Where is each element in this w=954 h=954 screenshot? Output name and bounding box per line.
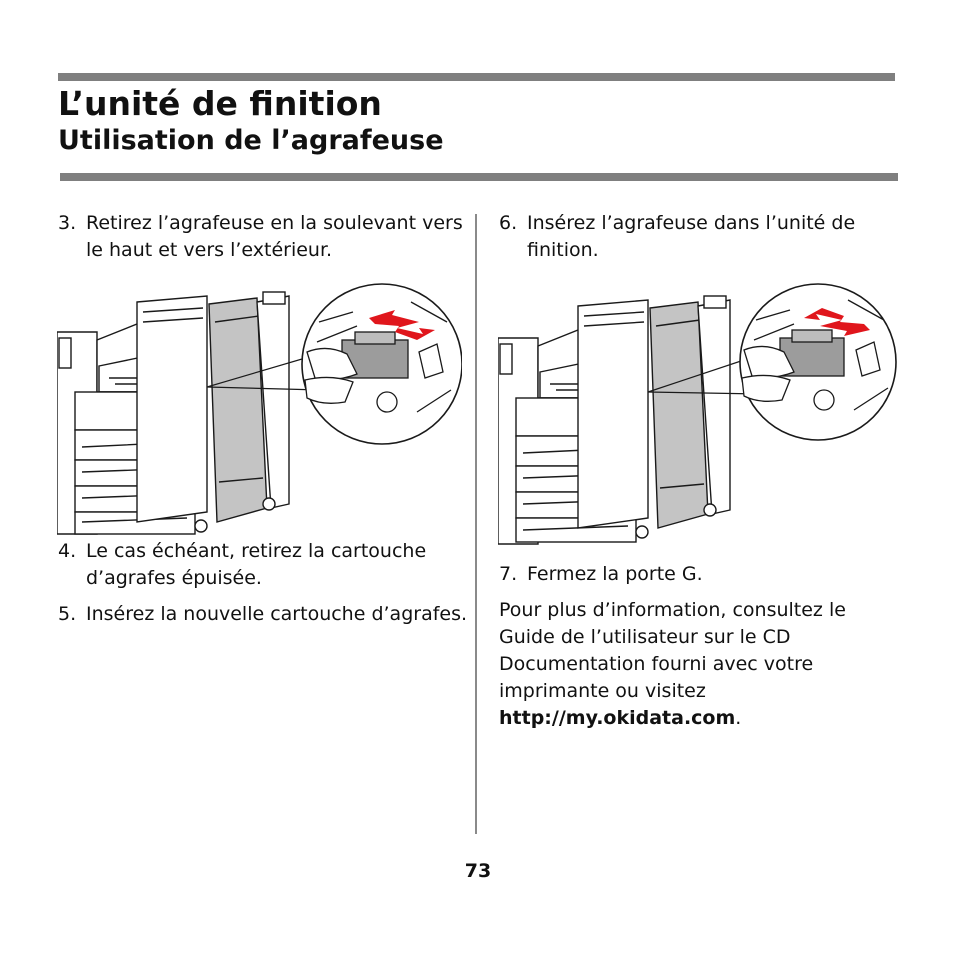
removal-arrow-icon: [369, 310, 435, 340]
step-6: 6. Insérez l’agrafeuse dans l’unité de fi…: [499, 210, 919, 264]
illustration-insert-stapler: [498, 283, 897, 545]
insertion-arrow-icon: [804, 308, 870, 336]
zoom-detail-remove: [301, 283, 462, 445]
step-3: 3. Retirez l’agrafeuse en la soulevant ve…: [58, 210, 478, 264]
step-4-text: Le cas échéant, retirez la cartouche d’a…: [86, 540, 427, 589]
page-title: L’unité de finition: [58, 84, 382, 123]
page-subtitle: Utilisation de l’agrafeuse: [58, 125, 444, 156]
step-5-text: Insérez la nouvelle cartouche d’agrafes.: [86, 603, 468, 625]
step-5: 5. Insérez la nouvelle cartouche d’agrafe…: [58, 601, 478, 628]
header-bottom-rule: [60, 173, 898, 181]
okidata-link[interactable]: http://my.okidata.com: [499, 707, 736, 729]
step-4: 4. Le cas échéant, retirez la cartouche d…: [58, 538, 484, 592]
step-4-number: 4.: [58, 540, 77, 562]
step-7: 7. Fermez la porte G.: [499, 561, 919, 588]
column-divider: [475, 214, 477, 834]
info-end: .: [735, 707, 742, 729]
illustration-remove-stapler: [57, 283, 462, 535]
page-number: 73: [464, 860, 492, 882]
info-text: Pour plus d’information, consultez le Gu…: [499, 599, 846, 702]
step-3-text: Retirez l’agrafeuse en la soulevant vers…: [86, 212, 463, 261]
step-6-number: 6.: [499, 212, 518, 234]
step-3-number: 3.: [58, 212, 77, 234]
step-6-text: Insérez l’agrafeuse dans l’unité de fini…: [527, 212, 856, 261]
step-7-number: 7.: [499, 563, 518, 585]
zoom-detail-insert: [739, 283, 897, 441]
step-5-number: 5.: [58, 603, 77, 625]
info-paragraph: Pour plus d’information, consultez le Gu…: [499, 597, 889, 732]
step-7-text: Fermez la porte G.: [527, 563, 703, 585]
header-top-rule: [58, 73, 895, 81]
